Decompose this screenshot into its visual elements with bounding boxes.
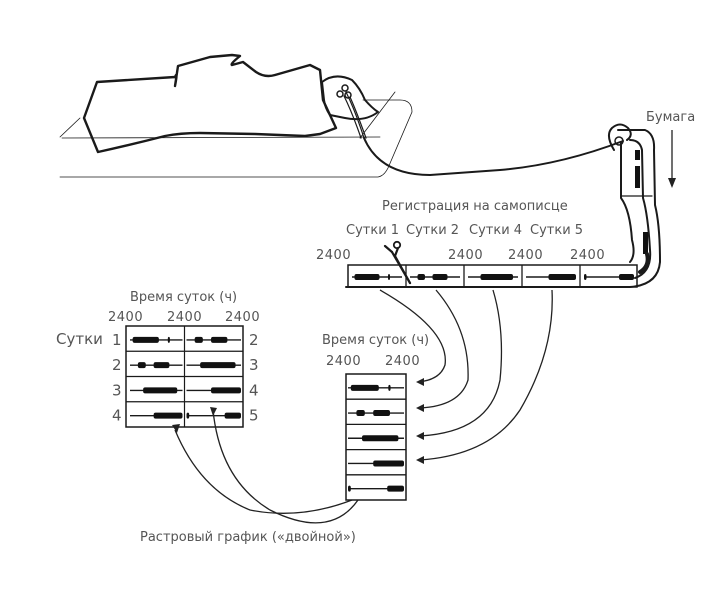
activity-bar <box>432 274 448 280</box>
activity-bar <box>354 274 380 280</box>
row-label-left: 4 <box>112 407 122 425</box>
activity-bar <box>373 460 404 467</box>
chart-recorder <box>345 123 661 288</box>
scissors-icon <box>383 240 412 285</box>
activity-bar <box>200 362 236 369</box>
strip-day-label: Сутки 5 <box>530 223 583 238</box>
strip-tick: 2400 <box>570 248 605 263</box>
recorder-strip <box>347 264 638 288</box>
row-label-right: 5 <box>249 407 259 425</box>
double-raster-plot: 1 2 2 3 3 4 4 5 <box>112 325 259 428</box>
paper-label: Бумага <box>646 110 695 125</box>
activity-bar <box>362 435 399 442</box>
single-plot-tick: 2400 <box>385 354 420 369</box>
paper-direction-arrow <box>668 130 676 188</box>
activity-bar <box>388 274 390 280</box>
activity-bar <box>137 362 146 369</box>
activity-bar <box>186 412 190 419</box>
activity-bar <box>350 384 379 391</box>
activity-bar <box>356 410 365 417</box>
single-plot-tick: 2400 <box>326 354 361 369</box>
bed-illustration <box>59 91 413 178</box>
paper-activity-mark <box>635 150 640 160</box>
row-label-left: 1 <box>112 331 122 349</box>
blanket-figure <box>82 53 338 154</box>
recording-title: Регистрация на самописце <box>382 199 568 214</box>
recording-cable <box>363 137 624 176</box>
double-plot-title: Время суток (ч) <box>130 290 237 305</box>
row-label-left: 3 <box>112 381 122 399</box>
activity-bar <box>194 336 203 343</box>
activity-bar <box>167 336 170 343</box>
curved-arrow <box>212 409 359 524</box>
activity-bar <box>548 274 576 280</box>
activity-bar <box>348 485 351 492</box>
curved-arrow <box>419 289 503 437</box>
row-label-left: 2 <box>112 356 122 374</box>
paper-activity-mark <box>635 166 640 188</box>
electrode <box>341 84 349 92</box>
activity-bar <box>153 362 170 369</box>
curved-arrow <box>174 429 353 514</box>
activity-bar <box>224 412 241 419</box>
activity-bar <box>584 274 587 280</box>
plot-to-plot-arrows <box>172 407 359 524</box>
strip-day-label: Сутки 1 <box>346 223 399 238</box>
strip-day-headers: Сутки 1 Сутки 2 Сутки 4 Сутки 5 <box>346 223 583 238</box>
activity-bar <box>153 412 183 419</box>
strip-to-plot-arrows <box>379 289 553 464</box>
strip-day-label: Сутки 4 <box>469 223 522 238</box>
activity-bar <box>480 274 513 280</box>
electrode <box>344 91 352 99</box>
strip-day-label: Сутки 2 <box>406 223 459 238</box>
row-label-right: 2 <box>249 331 259 349</box>
row-label-right: 3 <box>249 356 259 374</box>
activity-bar <box>387 485 404 492</box>
activity-bar <box>619 274 634 280</box>
activity-bar <box>143 387 178 394</box>
activity-bar <box>373 410 390 417</box>
curved-arrow <box>419 289 469 409</box>
double-plot-tick: 2400 <box>167 310 202 325</box>
activity-bar <box>132 336 159 343</box>
paper-activity-mark <box>643 232 648 254</box>
strip-frame <box>347 264 638 288</box>
row-label-right: 4 <box>249 381 259 399</box>
activity-bar <box>388 384 391 391</box>
strip-tick: 2400 <box>508 248 543 263</box>
single-raster-plot <box>345 373 407 501</box>
activity-bar <box>211 336 228 343</box>
head-with-electrodes <box>321 75 379 139</box>
activity-bar <box>417 274 425 280</box>
day-axis-label: Сутки <box>56 330 103 348</box>
double-plot-tick: 2400 <box>108 310 143 325</box>
activity-bar <box>211 387 241 394</box>
curved-arrow <box>419 289 553 461</box>
strip-tick: 2400 <box>316 248 351 263</box>
electrode <box>336 90 344 98</box>
strip-tick: 2400 <box>448 248 483 263</box>
raster-caption: Растровый график («двойной») <box>140 530 356 545</box>
curved-arrow <box>379 289 446 383</box>
plot-frame <box>345 373 407 501</box>
double-plot-tick: 2400 <box>225 310 260 325</box>
single-plot-title: Время суток (ч) <box>322 333 429 348</box>
